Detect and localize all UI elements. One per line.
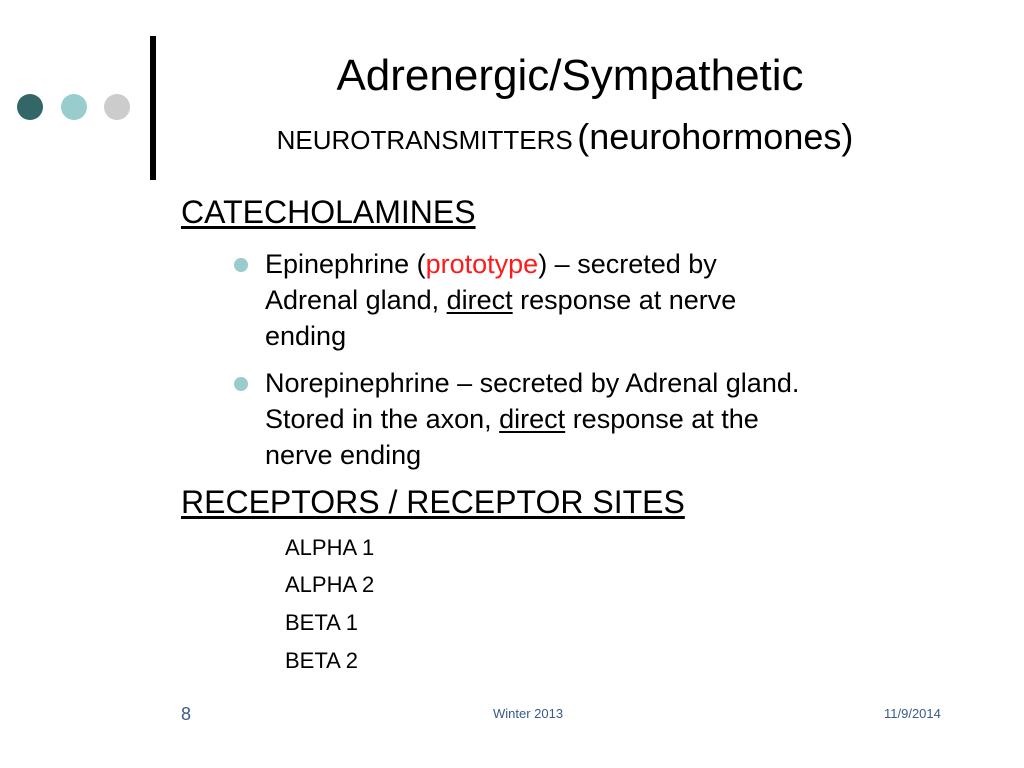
receptor-item: ALPHA 2 [285,572,375,597]
bullet-icon [234,377,248,391]
bullet-line: nerve ending [265,440,422,470]
page-number: 8 [181,704,192,724]
section-heading-receptors: RECEPTORS / RECEPTOR SITES [181,484,685,520]
bullet-line: Adrenal gland, direct response at nerve [265,282,965,318]
underline-direct: direct [446,285,513,315]
receptor-item: BETA 2 [285,648,358,673]
bullet-line: ending [265,321,347,351]
footer-center-text: Winter 2013 [493,706,564,721]
receptor-item: BETA 1 [285,610,358,635]
text-run: ) – secreted by [538,249,717,279]
bullet-line: Epinephrine (prototype) – secreted by [265,246,965,282]
highlight-prototype: prototype [425,249,539,279]
title-divider-line [150,36,156,180]
bullet-line: Norepinephrine – secreted by Adrenal gla… [265,368,800,398]
text-run: Stored in the axon, [265,404,500,434]
text-run: response at nerve [512,285,737,315]
dot-gray-icon [104,94,130,120]
bullet-norepinephrine: Norepinephrine – secreted by Adrenal gla… [265,365,965,473]
text-run: response at the [565,404,759,434]
slide-title: Adrenergic/Sympathetic [336,51,804,100]
underline-direct: direct [499,404,566,434]
bullet-icon [234,258,248,272]
bullet-line: Stored in the axon, direct response at t… [265,401,965,437]
footer-date: 11/9/2014 [884,706,941,721]
text-run: Adrenal gland, [265,285,447,315]
text-run: Epinephrine ( [265,249,426,279]
bullet-epinephrine: Epinephrine (prototype) – secreted by Ad… [265,246,965,354]
dot-teal-icon [61,94,87,120]
receptor-item: ALPHA 1 [285,535,375,560]
subtitle-paren: (neurohormones) [577,116,854,157]
dot-dark-icon [17,94,43,120]
slide-subtitle: NEUROTRANSMITTERS (neurohormones) [150,119,980,155]
section-heading-catecholamines: CATECHOLAMINES [181,194,476,230]
subtitle-caps: NEUROTRANSMITTERS [276,125,573,155]
